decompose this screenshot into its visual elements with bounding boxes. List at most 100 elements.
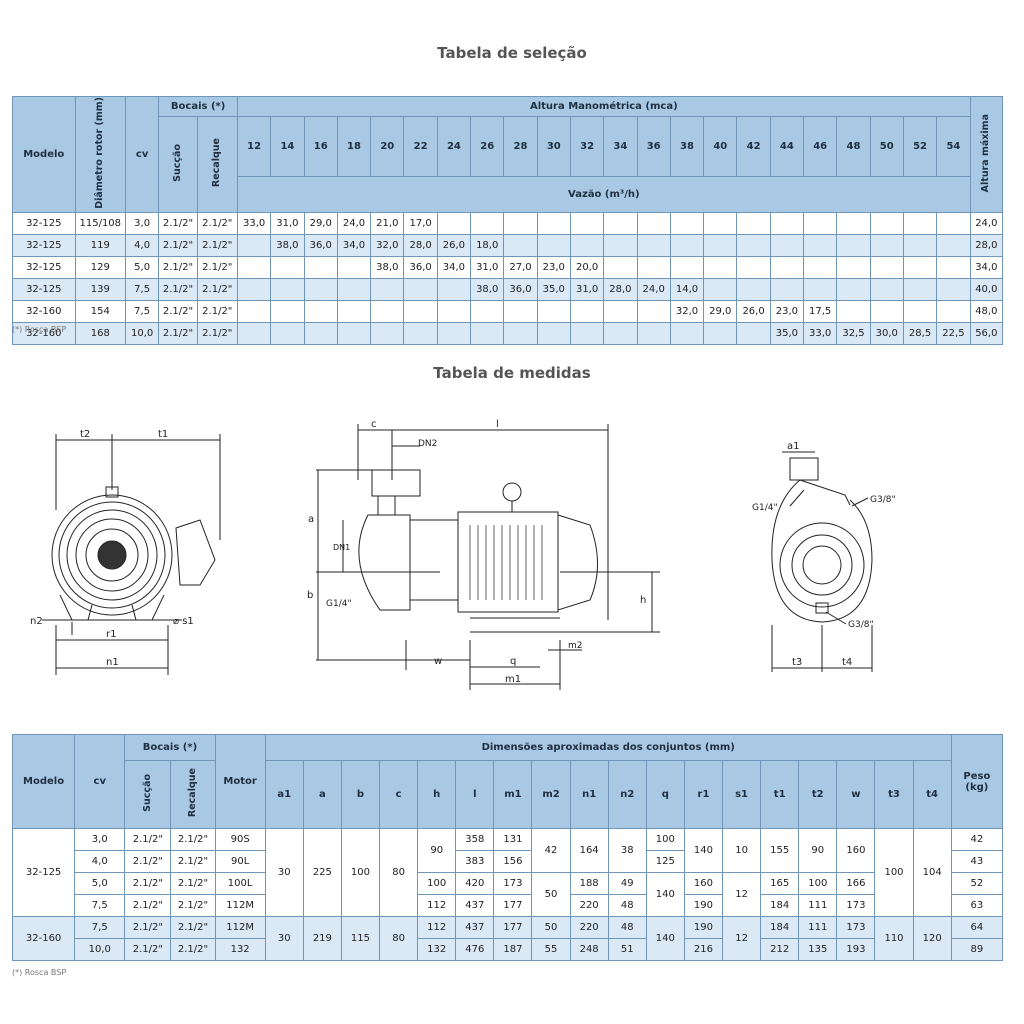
lbl-h: h bbox=[640, 595, 646, 606]
cell-m1: 173 bbox=[493, 872, 533, 895]
cell-vazao bbox=[703, 233, 738, 257]
cell-vazao: 18,0 bbox=[470, 233, 505, 257]
dhead-n1: n1 bbox=[569, 760, 609, 829]
cell-b: 100 bbox=[340, 828, 381, 917]
cell-vazao: 38,0 bbox=[470, 277, 505, 301]
cell-recalque: 2.1/2" bbox=[170, 872, 216, 895]
dhead-c: c bbox=[379, 760, 419, 829]
cell-h: 100 bbox=[417, 872, 457, 895]
dhead-t4: t4 bbox=[912, 760, 952, 829]
cell-vazao bbox=[936, 233, 971, 257]
cell-vazao bbox=[902, 277, 938, 301]
cell-vazao bbox=[836, 277, 871, 301]
cell-m2: 50 bbox=[531, 916, 571, 939]
cell-s1: 10 bbox=[722, 828, 762, 873]
cell-motor: 90L bbox=[214, 850, 266, 873]
cell-vazao: 28,5 bbox=[902, 321, 938, 345]
cell-vazao bbox=[236, 233, 272, 257]
head-38: 38 bbox=[669, 116, 705, 177]
dhead-q: q bbox=[645, 760, 685, 829]
cell-modelo: 32-125 bbox=[11, 828, 76, 917]
col-succao: Sucção bbox=[158, 116, 198, 213]
cell-vazao: 31,0 bbox=[569, 277, 605, 301]
cell-t3: 110 bbox=[874, 916, 914, 961]
cell-diametro: 168 bbox=[74, 321, 126, 345]
cell-w: 173 bbox=[836, 894, 876, 917]
end-view-drawing bbox=[771, 451, 873, 672]
cell-t2: 111 bbox=[798, 916, 838, 939]
dhead-t3: t3 bbox=[874, 760, 914, 829]
head-18: 18 bbox=[336, 116, 372, 177]
cell-n2: 49 bbox=[607, 872, 647, 895]
cell-l: 383 bbox=[455, 850, 495, 873]
cell-m1: 131 bbox=[493, 828, 533, 851]
cell-r1: 140 bbox=[683, 828, 724, 873]
lbl-a: a bbox=[308, 514, 314, 525]
cell-m2: 42 bbox=[531, 828, 571, 873]
cell-vazao bbox=[603, 233, 638, 257]
cell-vazao: 36,0 bbox=[303, 233, 338, 257]
cell-l: 437 bbox=[455, 894, 495, 917]
dcol-bocais: Bocais (*) bbox=[124, 734, 216, 761]
cell-s1: 12 bbox=[722, 916, 762, 961]
cell-peso: 63 bbox=[950, 894, 1004, 917]
cell-vazao bbox=[703, 321, 738, 345]
cell-vazao bbox=[436, 321, 472, 345]
lbl-m1: m1 bbox=[505, 674, 521, 685]
lbl-g14: G1/4" bbox=[326, 599, 352, 609]
cell-vazao bbox=[803, 233, 838, 257]
cell-a1: 30 bbox=[264, 828, 304, 917]
cell-vazao bbox=[769, 277, 805, 301]
dhead-m1: m1 bbox=[493, 760, 533, 829]
selection-table: Modelo Diâmetro rotor (mm) cv Bocais (*)… bbox=[12, 96, 1004, 345]
lbl-r1: r1 bbox=[106, 629, 116, 640]
cell-h: 112 bbox=[417, 894, 457, 917]
cell-l: 476 bbox=[455, 938, 495, 961]
dhead-a1: a1 bbox=[264, 760, 304, 829]
cell-t1: 155 bbox=[760, 828, 800, 873]
head-36: 36 bbox=[636, 116, 671, 177]
cell-motor: 132 bbox=[214, 938, 266, 961]
cell-cv: 10,0 bbox=[124, 321, 160, 345]
head-40: 40 bbox=[703, 116, 738, 177]
cell-t4: 104 bbox=[912, 828, 952, 917]
cell-cv: 7,5 bbox=[74, 916, 126, 939]
cell-vazao bbox=[370, 277, 405, 301]
cell-altura-max: 56,0 bbox=[969, 321, 1004, 345]
cell-w: 160 bbox=[836, 828, 876, 873]
cell-n2: 48 bbox=[607, 916, 647, 939]
cell-t1: 184 bbox=[760, 894, 800, 917]
cell-t2: 100 bbox=[798, 872, 838, 895]
dhead-a: a bbox=[302, 760, 342, 829]
lbl-g14b: G1/4" bbox=[752, 503, 778, 513]
cell-n2: 51 bbox=[607, 938, 647, 961]
cell-vazao bbox=[936, 277, 971, 301]
cell-altura-max: 40,0 bbox=[969, 277, 1004, 301]
cell-vazao bbox=[636, 233, 671, 257]
cell-n1: 188 bbox=[569, 872, 609, 895]
cell-vazao: 36,0 bbox=[503, 277, 538, 301]
col-diametro: Diâmetro rotor (mm) bbox=[74, 96, 126, 213]
lbl-a1: a1 bbox=[787, 441, 800, 452]
lbl-s1: ⌀ s1 bbox=[173, 616, 194, 627]
cell-vazao bbox=[270, 321, 305, 345]
cell-vazao: 14,0 bbox=[669, 277, 705, 301]
cell-modelo: 32-160 bbox=[11, 916, 76, 961]
cell-n2: 38 bbox=[607, 828, 647, 873]
cell-t2: 135 bbox=[798, 938, 838, 961]
head-28: 28 bbox=[503, 116, 538, 177]
dcol-succao: Sucção bbox=[124, 760, 172, 829]
cell-t1: 184 bbox=[760, 916, 800, 939]
side-view-drawing bbox=[316, 424, 660, 690]
cell-vazao bbox=[503, 233, 538, 257]
front-view-drawing bbox=[42, 434, 221, 675]
col-vazao: Vazão (m³/h) bbox=[236, 175, 971, 213]
col-altura-max: Altura máxima bbox=[969, 96, 1004, 213]
cell-vazao: 32,0 bbox=[370, 233, 405, 257]
cell-t2: 111 bbox=[798, 894, 838, 917]
cell-t1: 165 bbox=[760, 872, 800, 895]
col-cv: cv bbox=[124, 96, 160, 213]
cell-h: 112 bbox=[417, 916, 457, 939]
